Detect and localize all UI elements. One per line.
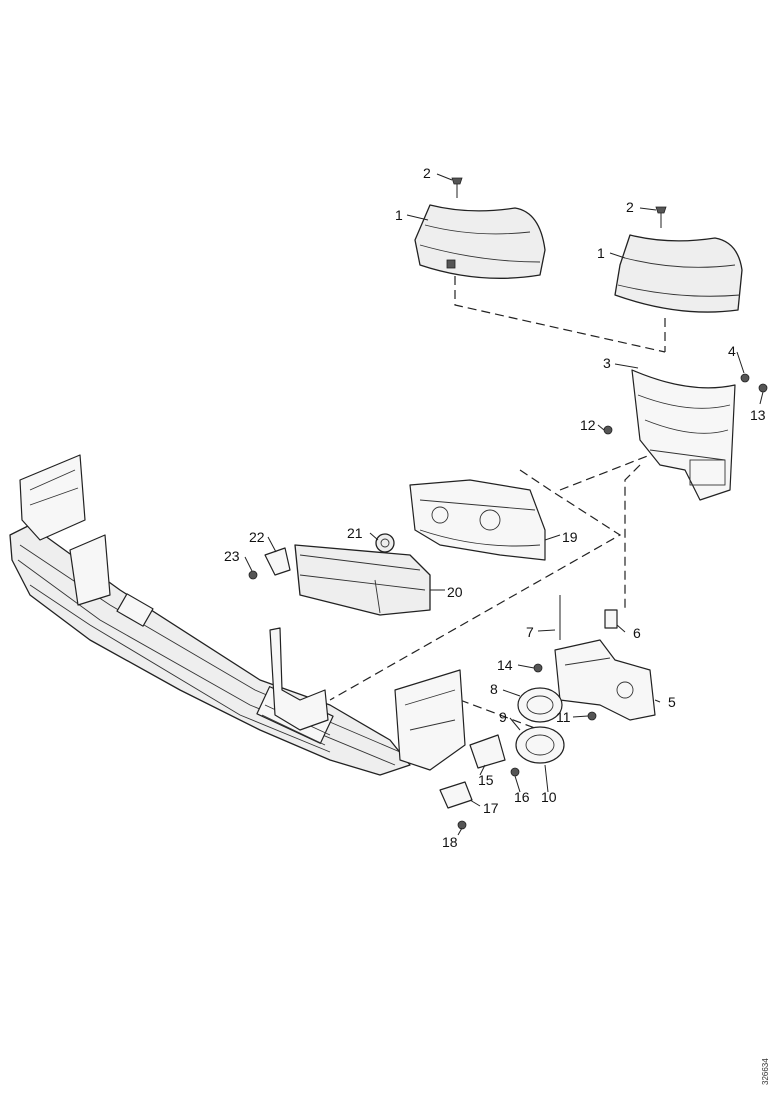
callout-6: 6: [633, 625, 641, 641]
lamp-clip: [264, 547, 291, 576]
callout-labels: 1 2 1 2 3 4 5 6 7 8 9 10 11 12 13 14 15 …: [224, 165, 766, 850]
callout-17: 17: [483, 800, 499, 816]
callout-9: 9: [499, 709, 507, 725]
lamp-nut: [375, 533, 395, 553]
mounting-bracket-upper-right: [603, 369, 768, 501]
support-bracket-17: [439, 781, 473, 809]
fastener-14: [533, 663, 543, 673]
bumper-side-bracket-left: [19, 454, 111, 606]
callout-20: 20: [447, 584, 463, 600]
screw-upper-right: [655, 206, 667, 228]
callout-7: 7: [526, 624, 534, 640]
callout-2a: 2: [423, 165, 431, 181]
fog-lamp-bezel: [515, 726, 565, 764]
callout-23: 23: [224, 548, 240, 564]
callout-11: 11: [556, 709, 571, 725]
bumper-side-bracket-right: [394, 669, 466, 771]
callout-15: 15: [478, 772, 494, 788]
callout-21: 21: [347, 525, 363, 541]
corner-cover-left: [414, 204, 546, 279]
fastener-11: [587, 711, 597, 721]
callout-13: 13: [750, 407, 766, 423]
lamp-clip-screw: [248, 570, 258, 580]
callout-16: 16: [514, 789, 530, 805]
callout-18: 18: [442, 834, 458, 850]
callout-4: 4: [728, 343, 736, 359]
callout-1b: 1: [597, 245, 605, 261]
callout-22: 22: [249, 529, 265, 545]
callout-12: 12: [580, 417, 596, 433]
lower-bracket-assembly: [554, 595, 656, 721]
corner-cover-right: [614, 234, 743, 313]
callout-leader-lines: [244, 173, 764, 836]
lamp-lens: [294, 544, 431, 616]
callout-19: 19: [562, 529, 578, 545]
callout-8: 8: [490, 681, 498, 697]
callout-3: 3: [603, 355, 611, 371]
lamp-housing: [409, 479, 546, 561]
screw-upper-left: [451, 177, 463, 198]
fastener-18: [457, 820, 467, 830]
support-bracket-15: [469, 734, 506, 769]
callout-1a: 1: [395, 207, 403, 223]
callout-10: 10: [541, 789, 557, 805]
callout-2b: 2: [626, 199, 634, 215]
reference-code: 326634: [761, 1058, 770, 1085]
callout-5: 5: [668, 694, 676, 710]
fog-lamp-ring: [517, 687, 563, 723]
callout-14: 14: [497, 657, 513, 673]
fastener-16: [510, 767, 520, 777]
assembly-guide-lines: [329, 262, 666, 731]
beam-center-mount: [269, 627, 329, 731]
